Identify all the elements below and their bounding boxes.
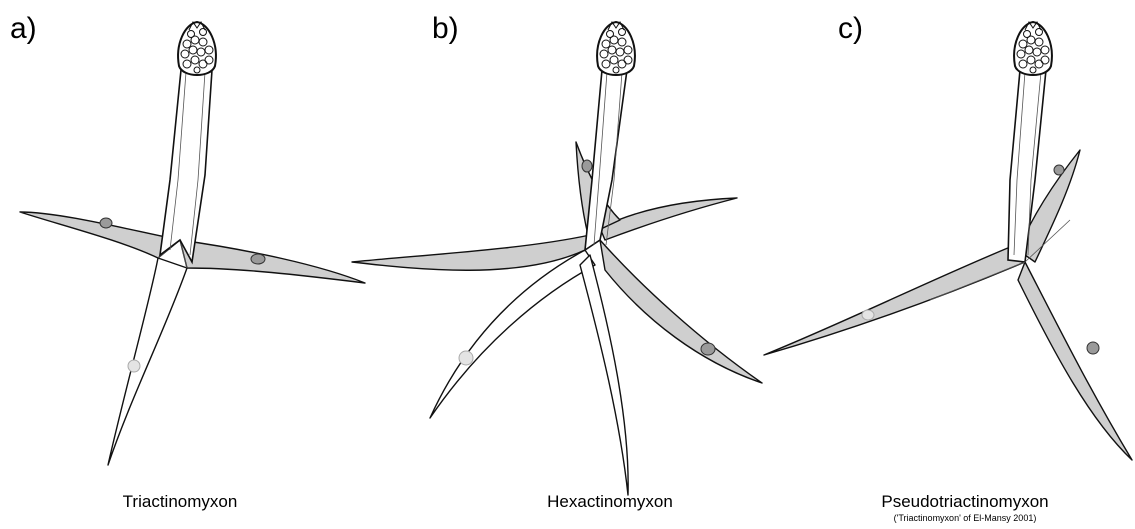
triactinomyxon-diagram [20,22,365,465]
triactinomyxon-germ-cell-left [100,218,112,228]
pseudotriactinomyxon-caption: Pseudotriactinomyxon [805,492,1125,512]
hexactinomyxon-process-far-left [430,250,595,418]
hexactinomyxon-germ-cell-upper [582,160,592,172]
hexactinomyxon-diagram [352,22,762,495]
triactinomyxon-style [160,70,212,262]
hexactinomyxon-process-down [580,255,628,495]
hexactinomyxon-germ-cell-left [459,351,473,365]
pseudotriactinomyxon-germ-cell-upper [1054,165,1064,175]
triactinomyxon-process-right [180,240,365,283]
triactinomyxon-process-left [20,212,180,258]
hexactinomyxon-germ-cell-right [701,343,715,355]
pseudotriactinomyxon-process-down-right [1018,262,1132,460]
hexactinomyxon-process-left [352,235,590,270]
pseudotriactinomyxon-note: ('Triactinomyxon' of El-Mansy 2001) [805,513,1125,523]
hexactinomyxon-process-upper-right [600,198,737,240]
pseudotriactinomyxon-germ-cell-right [1087,342,1099,354]
pseudotriactinomyxon-diagram [764,22,1132,460]
triactinomyxon-caption: Triactinomyxon [20,492,340,512]
triactinomyxon-germ-cell-lower [128,360,140,372]
hexactinomyxon-caption: Hexactinomyxon [450,492,770,512]
hexactinomyxon-process-lower-right [600,240,762,383]
triactinomyxon-germ-cell-right [251,254,265,264]
pseudotriactinomyxon-spore-body [1014,22,1052,75]
pseudotriactinomyxon-process-left [764,245,1025,355]
pseudotriactinomyxon-germ-cell-left [862,310,874,320]
hexactinomyxon-spore-body [597,22,635,75]
triactinomyxon-process-down-left [108,258,187,465]
triactinomyxon-spore-body [178,22,216,75]
